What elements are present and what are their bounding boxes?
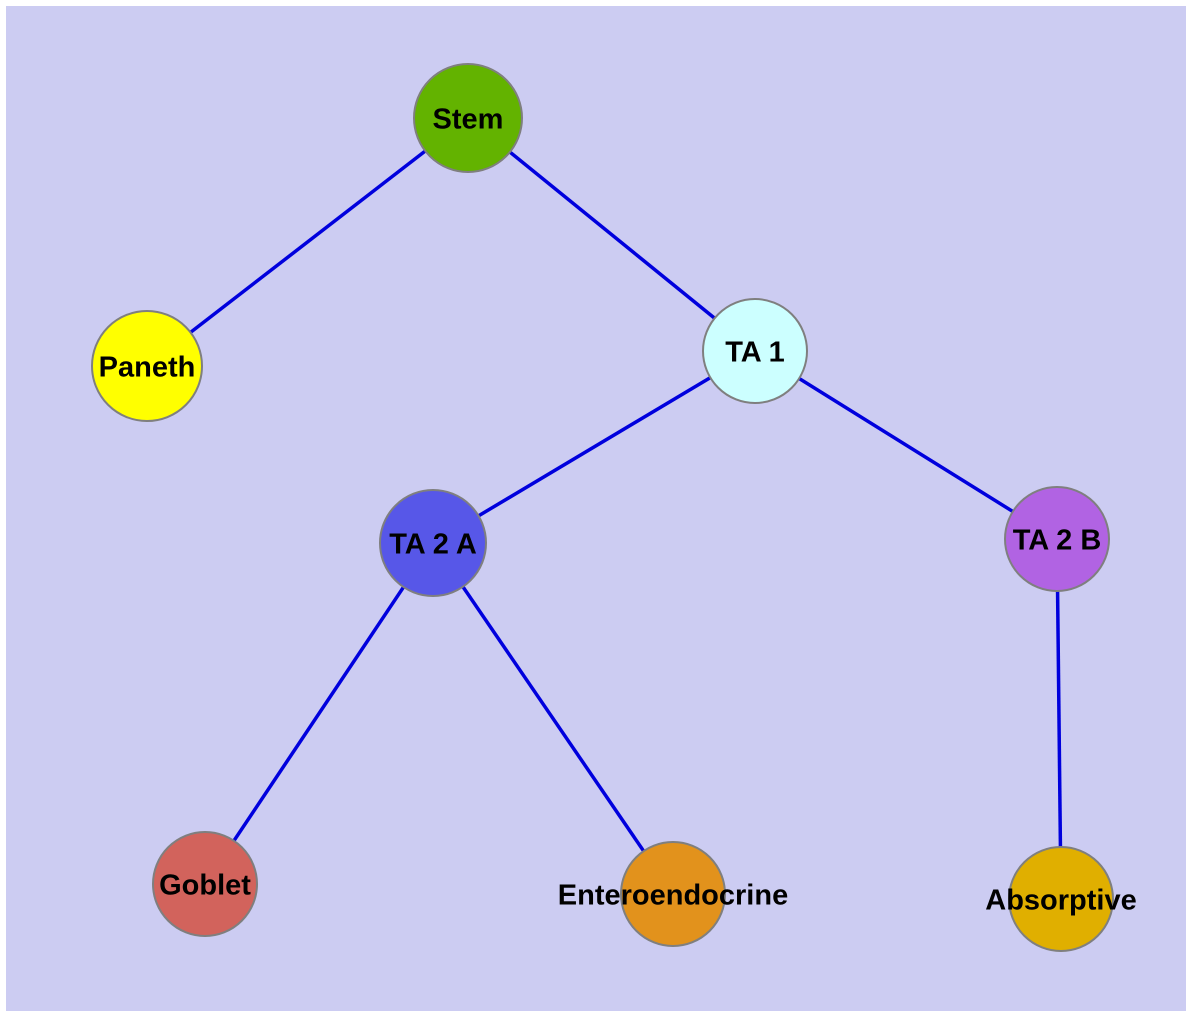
edge-stem-ta1 [466, 116, 757, 353]
edge-ta2a-enteroendocrine [431, 542, 675, 895]
edge-ta1-ta2b [754, 349, 1058, 541]
edge-ta2b-absorptive [1055, 538, 1063, 900]
node-paneth[interactable] [91, 310, 203, 422]
node-ta2b[interactable] [1004, 486, 1110, 592]
edge-stem-paneth [145, 116, 470, 368]
node-stem[interactable] [413, 63, 523, 173]
edge-ta1-ta2a [432, 349, 756, 545]
node-absorptive[interactable] [1008, 846, 1114, 952]
node-goblet[interactable] [152, 831, 258, 937]
edge-ta2a-goblet [203, 542, 435, 885]
node-ta2a[interactable] [379, 489, 487, 597]
nodes-layer [91, 63, 1114, 952]
node-enteroendocrine[interactable] [620, 841, 726, 947]
edges-layer [145, 116, 1063, 900]
node-ta1[interactable] [702, 298, 808, 404]
